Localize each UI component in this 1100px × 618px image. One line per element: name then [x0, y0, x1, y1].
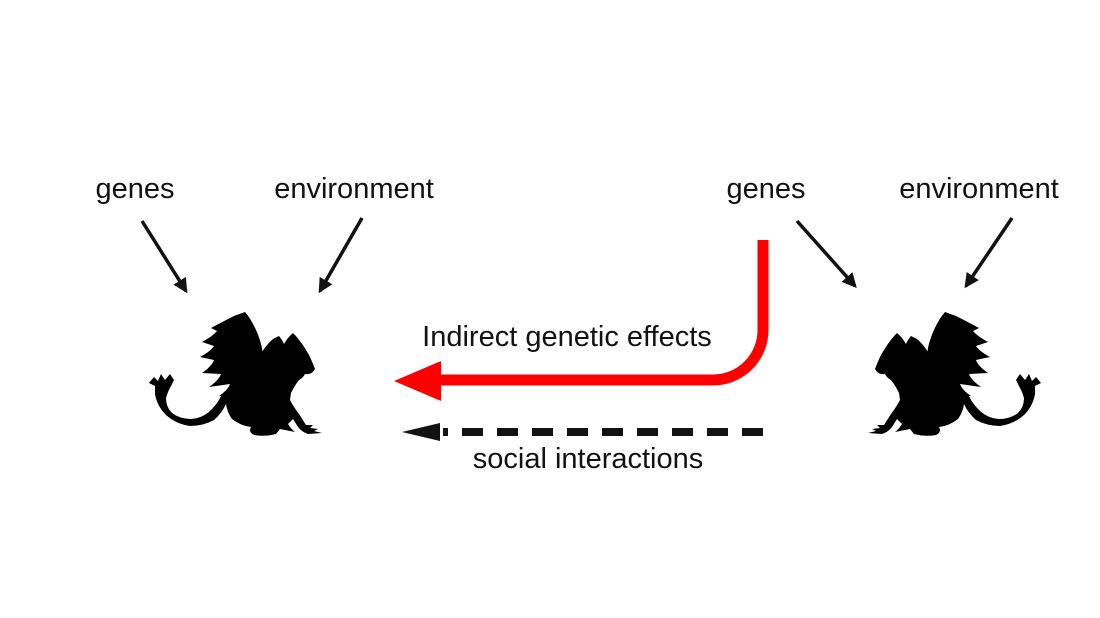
- partner-environment-arrow: [964, 217, 1014, 289]
- social-interactions-arrow: [402, 423, 763, 441]
- focal-environment-arrow: [318, 217, 364, 294]
- dashed-arrowhead: [402, 423, 440, 441]
- partner-genes-arrow: [795, 219, 857, 288]
- partner-griffin-icon: [868, 312, 1041, 436]
- indirect-genetic-effects-label: Indirect genetic effects: [422, 321, 712, 353]
- indirect-genetic-effects-arrow: [394, 240, 769, 401]
- partner-environment-label: environment: [899, 173, 1059, 205]
- focal-genes-label: genes: [95, 173, 175, 205]
- focal-genes-arrow: [140, 220, 188, 294]
- social-interactions-label: social interactions: [472, 443, 704, 475]
- focal-environment-label: environment: [274, 173, 434, 205]
- red-arrowhead: [394, 361, 441, 401]
- partner-genes-label: genes: [726, 173, 806, 205]
- focal-griffin-icon: [149, 312, 322, 436]
